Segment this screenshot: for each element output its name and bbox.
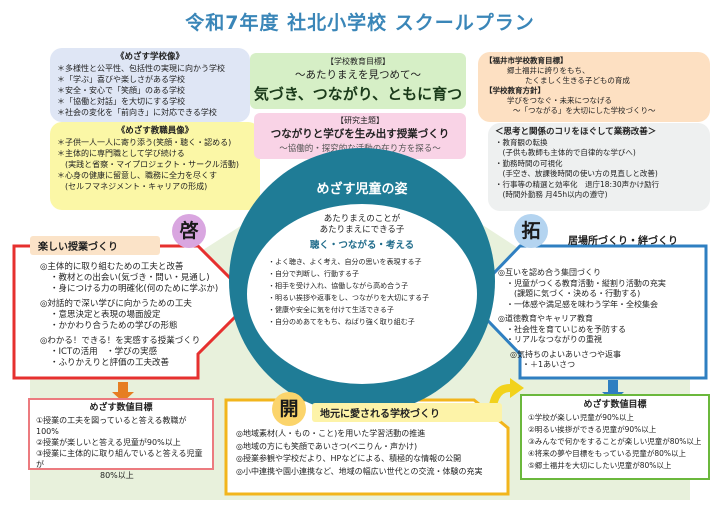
reform-item: (子供も教師も主体的で自律的な学びへ)	[495, 148, 636, 157]
kai-badge: 開	[272, 392, 306, 426]
reform-item: (時間外勤務 月45h以内の遵守)	[495, 190, 608, 199]
research-label: 【研究主題】	[336, 116, 384, 125]
taku-badge: 拓	[514, 214, 548, 248]
taku-item: ◎気持ちのよいあいさつや返事	[510, 349, 621, 359]
circle-key: 聴く・つながる・考える	[309, 240, 415, 251]
goal-right-item: ①学校が楽しい児童が90%以上	[528, 413, 634, 422]
taku-item: ・＋1あいさつ	[522, 360, 576, 369]
circle-item: ・健康や安全に気を付けて生活できる子	[268, 306, 394, 314]
kei-item: ・ふりかえりと評価の工夫改善	[50, 358, 170, 368]
kei-item: ・意思決定と表現の場面設定	[50, 310, 161, 320]
teacher-image-item: ＊心身の健康に留意し、職務に全力を尽くす	[57, 171, 217, 180]
kei-item: ・教材との出会い(気づき・問い・見通し)	[50, 273, 210, 283]
taku-item: ・一体感や満足感を味わう学年・全校集会	[506, 299, 658, 309]
taku-item: ◎互いを認め合う集団づくり	[498, 268, 601, 277]
kei-heading: 楽しい授業づくり	[30, 236, 160, 255]
kei-item: ・かかわり合うための学びの形態	[50, 321, 178, 331]
circle-lead1: あたりまえのことが	[323, 214, 401, 224]
circle-item: ・よく聴き、よく考え、自分の思いを表現する子	[268, 258, 422, 266]
teacher-image-item: (実践と省察・マイプロジェクト・サークル活動)	[57, 160, 239, 169]
reform-item: (手空き、放課後時間の使い方の見直しと改善)	[495, 169, 658, 178]
child-image-inner	[247, 204, 477, 384]
goal-left-box: めざす数値目標 ①授業の工夫を図っていると答える教職が100% ②授業が楽しいと…	[28, 398, 214, 480]
school-image-box: 《めざす学校像》 ＊多様性と公平性、包括性の実現に向かう学校 ＊「学ぶ」喜びや楽…	[50, 48, 250, 122]
fukui-box: 【福井市学校教育目標】 郷土福井に誇りをもち、 たくましく生きる子どもの育成 【…	[478, 52, 710, 122]
curved-arrow	[488, 378, 524, 418]
goal-right-box: めざす数値目標 ①学校が楽しい児童が90%以上 ②明るい挨拶ができる児童が90%…	[520, 394, 710, 480]
goal-left-item: 80%以上	[36, 471, 134, 480]
kei-item: ・ICTの活用 ・学びの実感	[50, 347, 158, 357]
kei-item: ◎わかる！できる！を実感する授業づくり	[40, 336, 201, 346]
kai-heading: 地元に愛される学校づくり	[312, 403, 502, 422]
school-image-item: ＊多様性と公平性、包括性の実現に向かう学校	[57, 64, 225, 73]
kai-item: ◎地域素材(人・もの・こと)を用いた学習活動の推進	[236, 429, 426, 438]
taku-item: ・児童がつくる教育活動・縦割り活動の充実	[506, 278, 666, 288]
taku-heading: 居場所づくり・絆づくり	[568, 236, 678, 247]
fukui-label1: 【福井市学校教育目標】	[485, 56, 568, 65]
teacher-image-item: ＊子供一人一人に寄り添う(笑顔・聴く・認める)	[57, 138, 232, 147]
kei-arrow-box	[12, 244, 255, 380]
kei-badge: 啓	[172, 214, 206, 248]
taku-item: ◎道徳教育やキャリア教育	[498, 314, 593, 323]
fukui-text2a: 学びをつなぐ・未来につなげる	[507, 96, 612, 105]
goal-left-header: めざす数値目標	[89, 403, 153, 413]
kai-item: ◎授業参観や学校だより、HPなどによる、積極的な情報の公開	[236, 454, 462, 463]
circle-item: ・自分のめあてをもち、ねばり強く取り組む子	[268, 318, 415, 326]
school-goal-line1: ～あたりまえを見つめて～	[295, 69, 421, 81]
teacher-image-header: 《めざす教職員像》	[116, 126, 194, 136]
circle-text: あたりまえのことが あたりまえにできる子 聴く・つながる・考える ・よく聴き、よ…	[262, 214, 462, 328]
fukui-text1b: たくましく生きる子どもの育成	[525, 76, 630, 85]
circle-lead2: あたりまえにできる子	[319, 225, 405, 235]
circle-title: めざす児童の姿	[316, 182, 408, 197]
kei-item: ・身につける力の明確化(何のために学ぶか)	[50, 284, 219, 294]
school-image-header: 《めざす学校像》	[115, 52, 184, 62]
teacher-image-item: (セルフマネジメント・キャリアの形成)	[57, 182, 208, 191]
goal-right-item: ⑤郷土福井を大切にしたい児童が80%以上	[528, 461, 672, 470]
school-goal-box: 【学校教育目標】 ～あたりまえを見つめて～ 気づき、つながり、ともに育つ	[250, 53, 466, 109]
research-theme: つながりと学びを生み出す授業づくり	[270, 128, 450, 140]
taku-item: ・リアルなつながりの重視	[506, 335, 602, 344]
goal-left-item: ①授業の工夫を図っていると答える教職が100%	[36, 416, 187, 436]
goal-left-item: ③授業に主体的に取り組んでいると答える児童が	[36, 449, 203, 469]
taku-item: ・社会性を育ていじめを予防する	[506, 324, 626, 334]
kai-item: ◎小中連携や園小連携など、地域の幅広い世代との交流・体験の充実	[236, 466, 483, 476]
kei-section: ◎主体的に取り組むための工夫と改善 ・教材との出会い(気づき・問い・見通し) ・…	[40, 262, 240, 369]
taku-arrow-box	[465, 244, 708, 380]
circle-item: ・相手を受け入れ、協働しながら高め合う子	[268, 282, 409, 290]
fukui-text1a: 郷土福井に誇りをもち、	[507, 66, 590, 75]
goal-right-item: ③みんなで何かをすることが楽しい児童が80%以上	[528, 437, 702, 446]
taku-item: (課題に気づく・決める・行動する)	[506, 289, 641, 298]
school-goal-label: 【学校教育目標】	[326, 57, 390, 66]
teacher-image-item: ＊主体的に専門職として学び続ける	[57, 149, 185, 158]
goal-right-header: めざす数値目標	[583, 400, 647, 410]
kei-item: ◎主体的に取り組むための工夫と改善	[40, 262, 184, 272]
reform-item: ・行事等の精選と効率化 退庁18:30声かけ励行	[495, 179, 660, 189]
kei-item: ◎対話的で深い学びに向かうための工夫	[40, 299, 192, 309]
reform-item: ・教育観の転換	[495, 137, 548, 147]
reform-item: ・勤務時間の可視化	[495, 158, 563, 168]
teacher-image-box: 《めざす教職員像》 ＊子供一人一人に寄り添う(笑顔・聴く・認める) ＊主体的に専…	[50, 122, 260, 210]
down-arrow-left	[112, 382, 134, 402]
school-image-item: ＊社会の変化を「前向き」に対応できる学校	[57, 108, 217, 117]
circle-item: ・自分で判断し、行動する子	[268, 270, 359, 278]
page-title: 令和7年度 社北小学校 スクールプラン	[185, 12, 535, 34]
goal-right-item: ④将来の夢や目標をもっている児童が80%以上	[528, 449, 687, 458]
circle-item: ・明るい挨拶や返事をし、つながりを大切にする子	[268, 294, 430, 302]
fukui-text2b: ～「つながる」を大切にした学校づくり～	[513, 106, 656, 115]
kai-item: ◎地域の方にも笑顔であいさつ(ベニりん・声かけ)	[236, 441, 418, 451]
goal-left-item: ②授業が楽しいと答える児童が90%以上	[36, 438, 181, 447]
kai-section: ◎地域素材(人・もの・こと)を用いた学習活動の推進 ◎地域の方にも笑顔であいさつ…	[236, 428, 506, 478]
fukui-label2: 【学校教育方針】	[485, 86, 545, 95]
school-goal-line2: 気づき、つながり、ともに育つ	[253, 85, 463, 103]
taku-section: ◎互いを認め合う集団づくり ・児童がつくる教育活動・縦割り活動の充実 (課題に気…	[498, 268, 708, 371]
school-image-item: ＊「学ぶ」喜びや楽しさがある学校	[57, 75, 185, 84]
reform-header: ＜思考と関係のコリをほぐして業務改善＞	[495, 127, 657, 137]
school-image-item: ＊安全・安心で「笑顔」のある学校	[57, 86, 185, 95]
reform-box: ＜思考と関係のコリをほぐして業務改善＞ ・教育観の転換 (子供も教師も主体的で自…	[488, 123, 710, 211]
goal-right-item: ②明るい挨拶ができる児童が90%以上	[528, 425, 657, 434]
school-image-item: ＊「協働と対話」を大切にする学校	[57, 97, 186, 106]
circle-list: ・よく聴き、よく考え、自分の思いを表現する子 ・自分で判断し、行動する子 ・相手…	[262, 256, 462, 328]
